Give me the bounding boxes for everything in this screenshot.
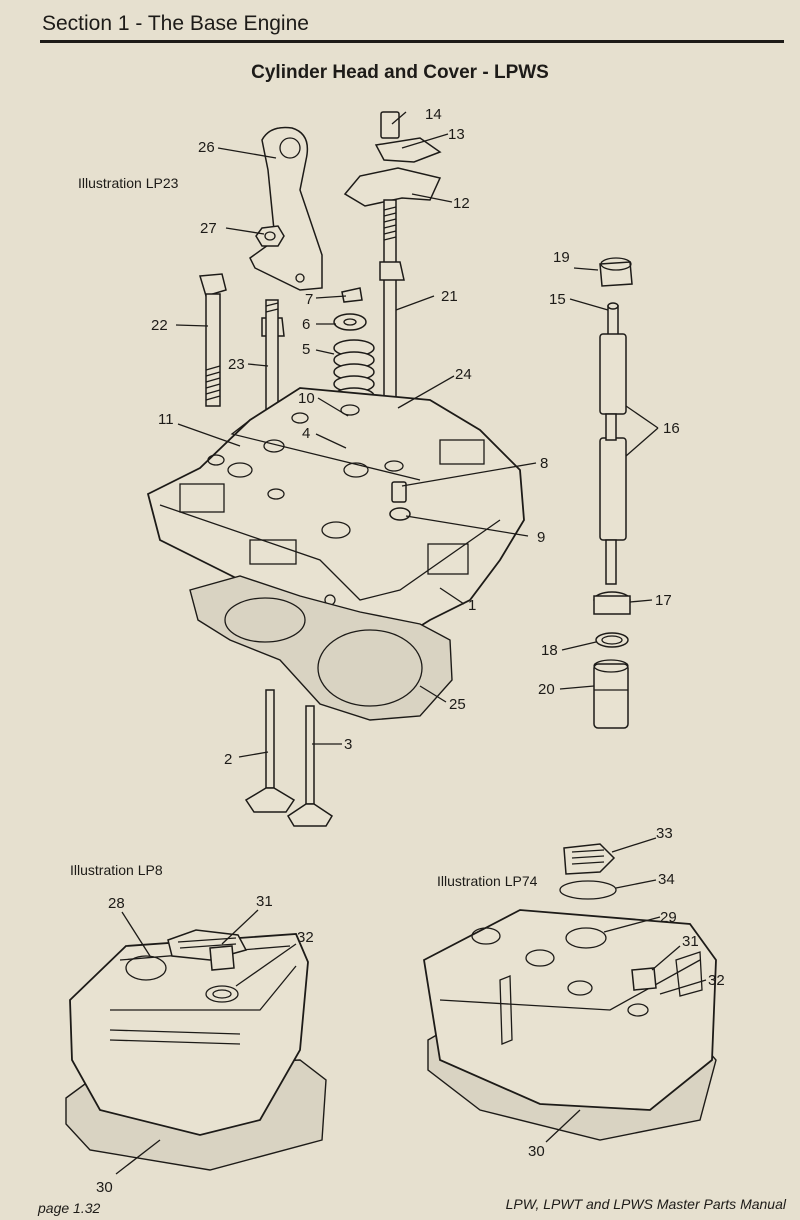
part-number: 31 [682,933,699,950]
leader-lines [115,111,707,1175]
part-number: 12 [453,195,470,212]
part-number: 28 [108,895,125,912]
lp23-drawing [146,111,633,827]
part-number: 7 [305,291,313,308]
part-number: 18 [541,642,558,659]
header-rule [40,40,784,43]
part-number: 2 [224,751,232,768]
part-number: 13 [448,126,465,143]
illustration-label-lp74: Illustration LP74 [437,873,538,889]
part-number: 32 [708,972,725,989]
part-number: 16 [663,420,680,437]
part-number: 21 [441,288,458,305]
part-number: 31 [256,893,273,910]
illustration-label-lp8: Illustration LP8 [70,862,163,878]
part-number: 9 [537,529,545,546]
part-number: 14 [425,106,442,123]
illustration-label-lp23: Illustration LP23 [78,175,179,191]
part-number: 3 [344,736,352,753]
part-number: 29 [660,909,677,926]
part-number: 15 [549,291,566,308]
part-number: 24 [455,366,472,383]
part-number: 34 [658,871,675,888]
part-number: 19 [553,249,570,266]
part-number-labels: 14 13 12 26 27 21 7 6 5 22 23 24 10 11 4… [96,106,725,1196]
manual-title: LPW, LPWT and LPWS Master Parts Manual [505,1196,786,1212]
part-number: 4 [302,425,310,442]
part-number: 26 [198,139,215,156]
section-header: Section 1 - The Base Engine [42,12,309,35]
part-number: 27 [200,220,217,237]
part-number: 33 [656,825,673,842]
part-number: 8 [540,455,548,472]
part-number: 30 [96,1179,113,1196]
part-number: 30 [528,1143,545,1160]
part-number: 22 [151,317,168,334]
part-number: 25 [449,696,466,713]
part-number: 6 [302,316,310,333]
part-number: 32 [297,929,314,946]
part-number: 5 [302,341,310,358]
part-number: 20 [538,681,555,698]
part-number: 1 [468,597,476,614]
part-number: 11 [158,411,174,428]
page-title: Cylinder Head and Cover - LPWS [251,62,549,83]
part-number: 17 [655,592,672,609]
lp8-drawing [65,929,327,1171]
part-number: 23 [228,356,245,373]
lp74-drawing [423,843,717,1141]
part-number: 10 [298,390,315,407]
page-number: page 1.32 [38,1200,101,1216]
